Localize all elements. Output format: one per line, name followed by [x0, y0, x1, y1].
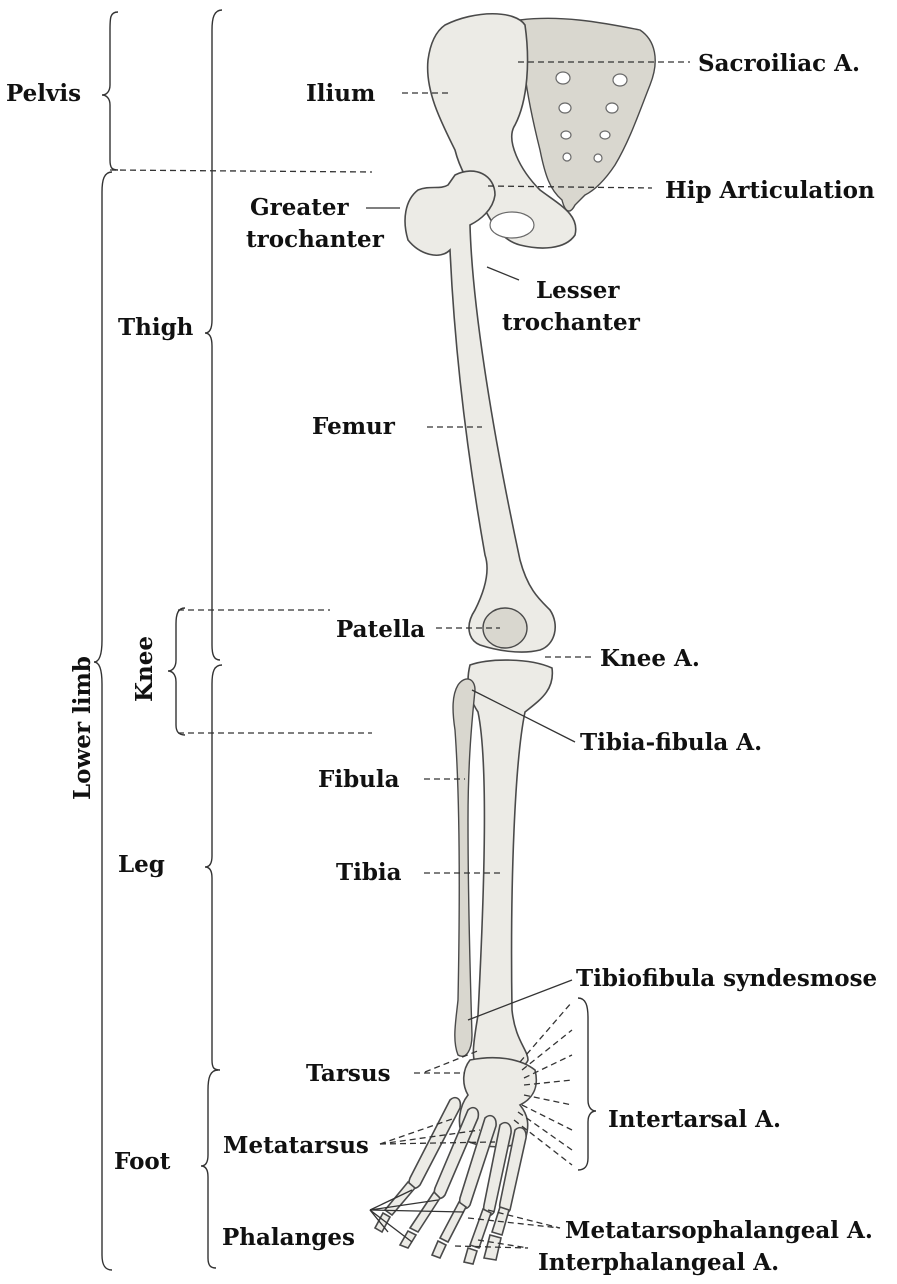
label-greater-trochanter-line1: Greater	[250, 194, 350, 221]
label-femur: Femur	[312, 413, 396, 440]
label-lower-limb: Lower limb	[69, 656, 96, 800]
region-labels: Pelvis Thigh Knee Leg Foot Lower limb	[6, 80, 194, 1175]
foot-brace	[201, 1070, 218, 1268]
fibula-bone	[453, 679, 475, 1056]
label-greater-trochanter-line2: trochanter	[246, 226, 385, 253]
label-leg: Leg	[118, 851, 165, 878]
label-hip-articulation: Hip Articulation	[665, 177, 875, 204]
sacrum-bone	[520, 18, 655, 211]
obturator-foramen	[490, 212, 534, 238]
label-foot: Foot	[114, 1148, 171, 1175]
label-metatarsus: Metatarsus	[223, 1132, 369, 1159]
intertarsal-brace	[578, 998, 596, 1170]
label-intertarsal-articulation: Intertarsal A.	[608, 1106, 781, 1133]
label-lesser-trochanter-line1: Lesser	[536, 277, 620, 304]
bone-labels: Ilium Greater trochanter Lesser trochant…	[222, 80, 641, 1251]
pelvis-brace	[102, 12, 118, 170]
label-patella: Patella	[336, 616, 425, 643]
label-thigh: Thigh	[118, 314, 194, 341]
label-tarsus: Tarsus	[306, 1060, 391, 1087]
thigh-brace	[205, 10, 222, 660]
label-ilium: Ilium	[306, 80, 375, 107]
label-metatarsophalangeal-articulation: Metatarsophalangeal A.	[565, 1217, 873, 1244]
label-lesser-trochanter-line2: trochanter	[502, 309, 641, 336]
label-interphalangeal-articulation: Interphalangeal A.	[538, 1249, 779, 1276]
label-sacroiliac: Sacroiliac A.	[698, 50, 860, 77]
leg-brace	[205, 665, 222, 1070]
label-pelvis: Pelvis	[6, 80, 81, 107]
label-tibia-fibula-articulation: Tibia-fibula A.	[580, 729, 762, 756]
label-phalanges: Phalanges	[222, 1224, 355, 1251]
articulation-labels: Sacroiliac A. Hip Articulation Knee A. T…	[538, 50, 877, 1276]
label-tibiofibula-syndesmose: Tibiofibula syndesmose	[576, 965, 877, 992]
label-fibula: Fibula	[318, 766, 400, 793]
lower-limb-brace	[94, 172, 112, 1270]
knee-brace	[168, 608, 185, 735]
tibia-bone	[468, 660, 552, 1070]
label-knee-articulation: Knee A.	[600, 645, 700, 672]
label-tibia: Tibia	[336, 859, 402, 886]
label-knee: Knee	[131, 636, 158, 702]
